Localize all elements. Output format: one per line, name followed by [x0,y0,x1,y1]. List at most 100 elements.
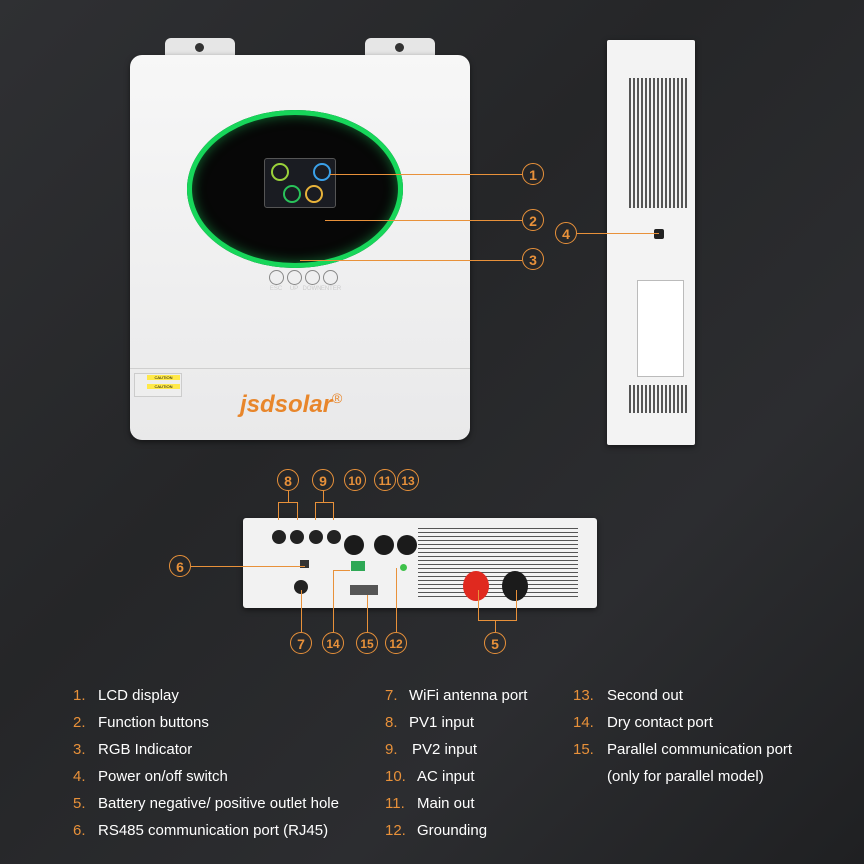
pv1-port-neg [272,530,286,544]
inverter-side-view [607,40,695,445]
second-out-port [397,535,417,555]
legend-item: 2. Function buttons [73,714,209,731]
logo-text: jsdsolar [240,391,333,418]
pv2-port-pos [327,530,341,544]
legend-label: AC input [417,768,475,785]
callout-line-5c [495,620,496,632]
callout-5: 5 [484,632,506,654]
legend-number: 5. [73,795,86,812]
callout-line-8b [297,502,298,520]
callout-line-3 [300,260,522,261]
callout-15: 15 [356,632,378,654]
callout-6: 6 [169,555,191,577]
callout-line-2 [325,220,522,221]
legend-item: 13. Second out [573,687,683,704]
legend-item: 3. RGB Indicator [73,741,192,758]
legend-item: 12.Grounding [385,822,487,839]
legend-label: Parallel communication port [607,741,793,758]
grounding-point [400,564,407,571]
legend-number: 11. [385,795,405,812]
legend-number: 15. [573,741,594,758]
side-vent-top [629,78,687,208]
legend-number: 8. [385,714,398,731]
callout-7: 7 [290,632,312,654]
legend-item: 15. Parallel communication port [573,741,792,758]
legend-item: 4. Power on/off switch [73,768,228,785]
legend-number: 3. [73,741,86,758]
callout-line-15 [367,595,368,632]
legend-item: 5.Battery negative/ positive outlet hole [73,795,339,812]
esc-button[interactable] [269,270,284,285]
legend-number: 13. [573,687,594,704]
pv2-port-neg [309,530,323,544]
enter-label: ENTER [320,286,342,292]
callout-line-14 [333,570,334,632]
callout-14: 14 [322,632,344,654]
legend-number: 6. [73,822,86,839]
wifi-antenna-port [294,580,308,594]
caution-label: CAUTION [147,384,180,389]
caution-label: CAUTION [147,375,180,380]
battery-negative-hole [502,571,528,601]
callout-line-8c [288,491,289,502]
callout-line-12 [396,568,397,632]
callout-line-8 [278,502,298,503]
legend-item: 7.WiFi antenna port [385,687,527,704]
legend-label: LCD display [98,687,179,704]
callout-4: 4 [555,222,577,244]
legend-item: 10.AC input [385,768,475,785]
battery-positive-hole [463,571,489,601]
callout-9: 9 [312,469,334,491]
callout-line-7 [301,590,302,632]
legend-item: 9.PV2 input [385,741,477,758]
legend-item: 1. LCD display [73,687,179,704]
callout-line-14a [333,570,350,571]
legend-label: Function buttons [98,714,209,731]
brand-logo: jsdsolar® [240,390,342,419]
inverter-bottom-view [243,518,597,608]
rs485-port [300,560,309,568]
enter-button[interactable] [323,270,338,285]
up-button[interactable] [287,270,302,285]
caution-labels: CAUTION CAUTION [134,373,182,397]
main-out-port [374,535,394,555]
registered-mark: ® [332,390,343,406]
callout-12: 12 [385,632,407,654]
power-switch[interactable] [654,229,664,239]
callout-11: 11 [374,469,396,491]
down-button[interactable] [305,270,320,285]
legend-number: 4. [73,768,86,785]
callout-line-9a [315,502,316,520]
legend-item: 14.Dry contact port [573,714,713,731]
lcd-display [264,158,336,208]
legend-number: 14. [573,714,594,731]
callout-line-9 [315,502,334,503]
callout-line-9c [323,491,324,502]
esc-label: ESC [269,286,283,292]
dry-contact-port [351,561,365,571]
callout-13: 13 [397,469,419,491]
mounting-tab-right [365,38,435,60]
spec-label [637,280,684,377]
legend-label: WiFi antenna port [409,687,528,704]
down-label: DOWN [302,286,322,292]
legend-item: 8.PV1 input [385,714,474,731]
callout-line-5a [478,590,479,620]
legend-label: RGB Indicator [98,741,193,758]
callout-line-9b [333,502,334,520]
callout-1: 1 [522,163,544,185]
legend-label: Second out [607,687,683,704]
mounting-tab-left [165,38,235,60]
legend-label: RS485 communication port (RJ45) [98,822,329,839]
rgb-indicator-ring: ESC UP DOWN ENTER [187,110,403,292]
callout-line-5b [516,590,517,620]
callout-line-4 [577,233,659,234]
callout-8: 8 [277,469,299,491]
legend-label: Power on/off switch [98,768,228,785]
legend-label: Grounding [417,822,488,839]
callout-3: 3 [522,248,544,270]
legend-number: 2. [73,714,86,731]
panel-divider [130,368,470,369]
callout-line-6 [191,566,305,567]
legend-number: 1. [73,687,86,704]
